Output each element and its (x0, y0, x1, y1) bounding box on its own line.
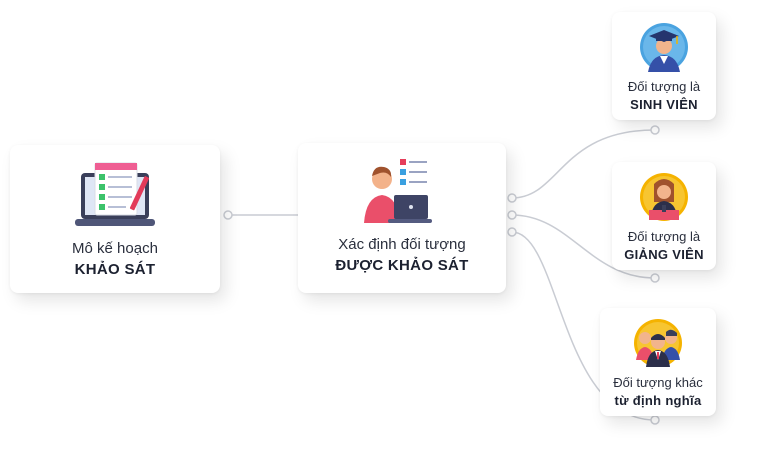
target-card-line1: Xác định đối tượng (338, 236, 466, 253)
connector-node (650, 415, 660, 425)
group-others-line1: Đối tượng khác (613, 375, 703, 390)
group-lecturers-line1: Đối tượng là (627, 229, 701, 244)
group-lecturers-line2: GIẢNG VIÊN (624, 247, 704, 262)
graduate-student-icon (640, 23, 688, 72)
people-group-icon (634, 319, 682, 367)
plan-survey-card[interactable]: Mô kế hoạch KHẢO SÁT (10, 145, 220, 293)
group-card-others[interactable]: Đối tượng khác từ định nghĩa (600, 308, 716, 416)
target-survey-card[interactable]: Xác định đối tượng ĐƯỢC KHẢO SÁT (298, 143, 506, 293)
group-students-line2: SINH VIÊN (630, 97, 698, 112)
laptop-checklist-icon (75, 162, 155, 226)
connector-node (223, 210, 233, 220)
connector-node (650, 273, 660, 283)
group-students-line1: Đối tượng là (627, 79, 701, 94)
plan-card-line1: Mô kế hoạch (72, 240, 158, 257)
connector-node (507, 210, 517, 220)
person-laptop-checklist-icon (364, 159, 432, 223)
target-card-line2: ĐƯỢC KHẢO SÁT (335, 257, 469, 274)
connector-node (507, 227, 517, 237)
connector-node (507, 193, 517, 203)
lecturer-icon (640, 173, 688, 221)
group-card-lecturers[interactable]: Đối tượng là GIẢNG VIÊN (612, 162, 716, 270)
group-card-students[interactable]: Đối tượng là SINH VIÊN (612, 12, 716, 120)
connector-node (650, 125, 660, 135)
group-others-line2: từ định nghĩa (614, 393, 702, 408)
plan-card-line2: KHẢO SÁT (74, 261, 156, 278)
